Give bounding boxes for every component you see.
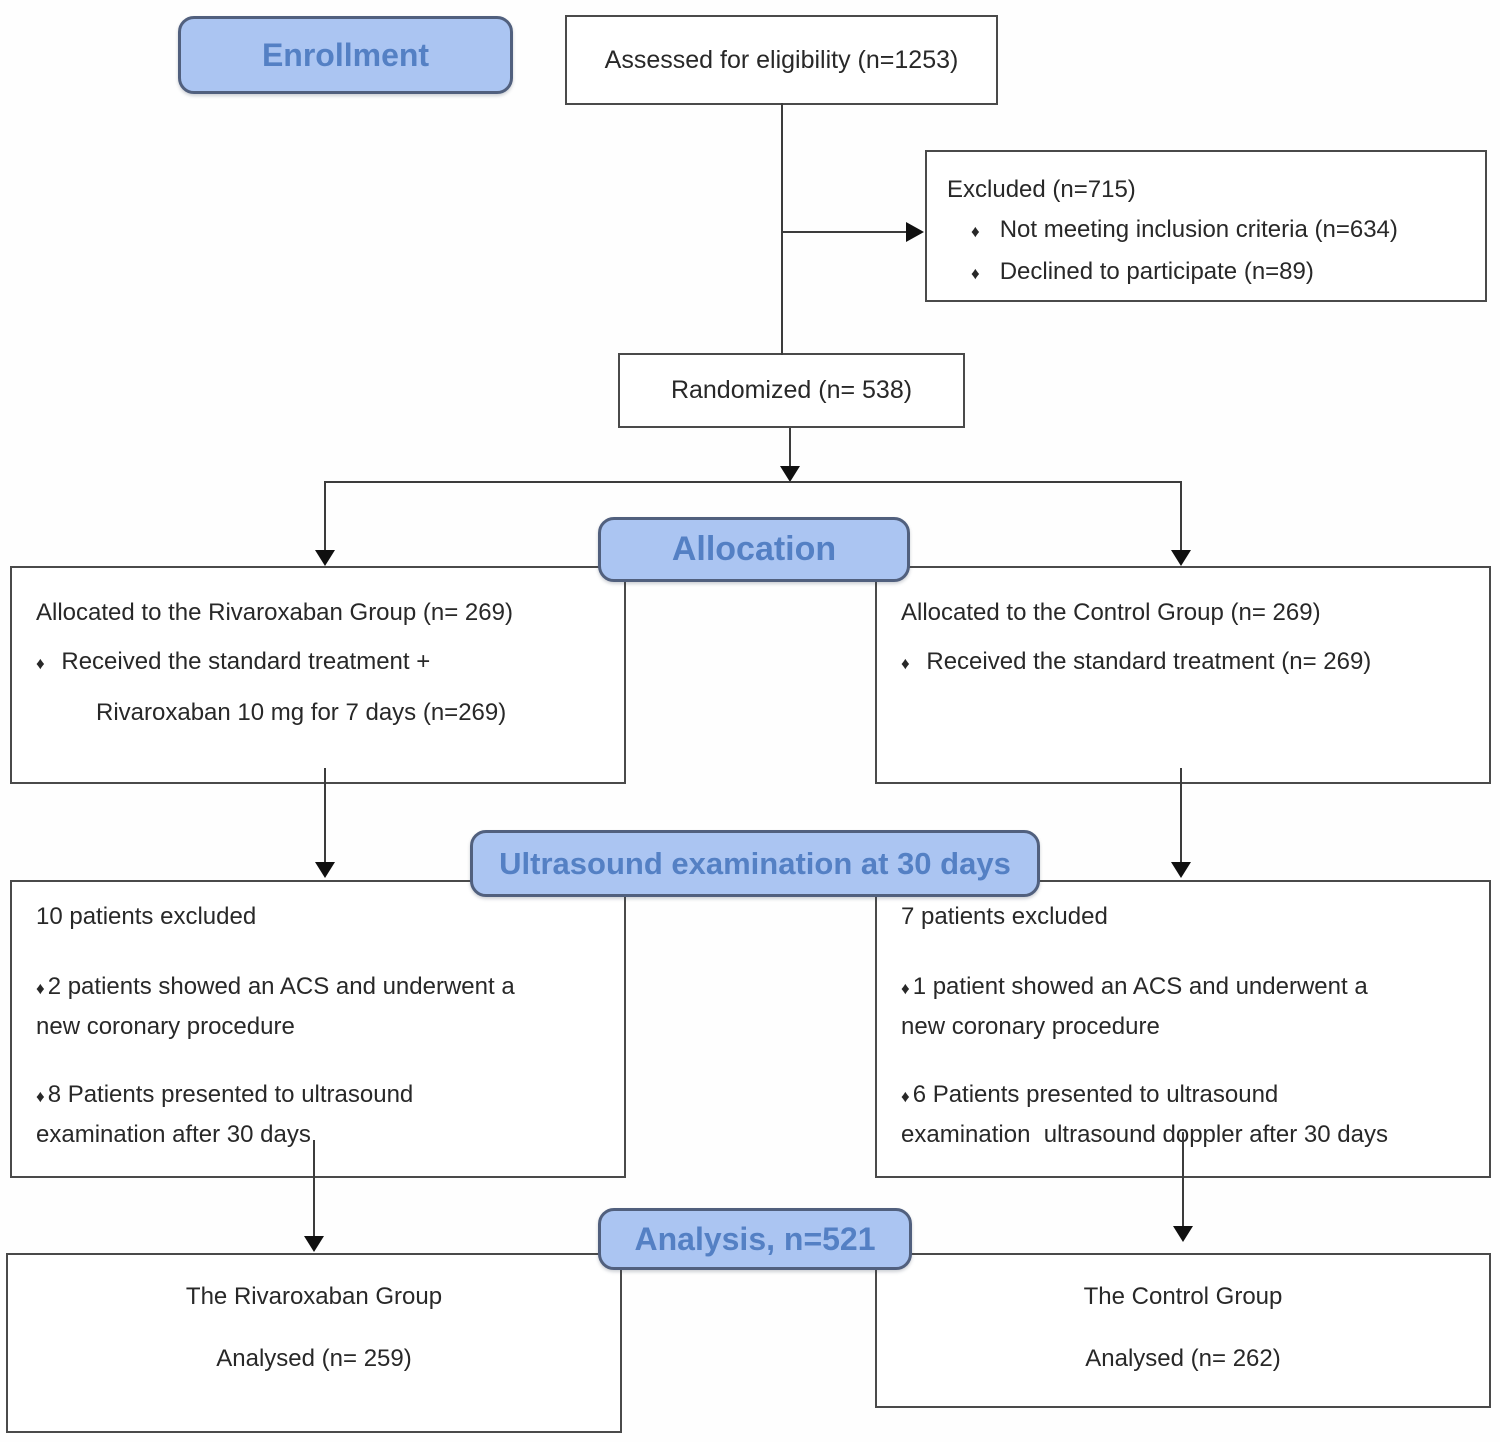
analysis-control-box: The Control Group Analysed (n= 262) (875, 1253, 1491, 1408)
diamond-bullet-icon: ♦ (901, 654, 910, 673)
ultrasound-badge-label: Ultrasound examination at 30 days (499, 845, 1011, 881)
excluded-item-text: Declined to participate (n=89) (999, 258, 1314, 285)
alloc-rivaroxaban-box: Allocated to the Rivaroxaban Group (n= 2… (10, 566, 626, 784)
diamond-bullet-icon: ♦ (36, 979, 45, 998)
diamond-bullet-icon: ♦ (36, 1087, 45, 1106)
us-rivaroxaban-bullet2: ♦8 Patients presented to ultrasound exam… (36, 1076, 602, 1154)
alloc-rivaroxaban-bullet: ♦ Received the standard treatment + (36, 637, 602, 688)
us-control-title: 7 patients excluded (901, 903, 1108, 930)
alloc-control-title: Allocated to the Control Group (n= 269) (901, 599, 1321, 626)
us-rivaroxaban-bullet2-line2: examination after 30 days (36, 1121, 311, 1148)
arrowhead-alloc-left (315, 550, 335, 566)
excluded-item: ♦ Declined to participate (n=89) (947, 252, 1467, 294)
us-rivaroxaban-bullet2-line1: ♦8 Patients presented to ultrasound (36, 1076, 602, 1116)
alloc-rivaroxaban-bullet-text: Received the standard treatment + (61, 648, 431, 675)
us-control-bullet1: ♦1 patient showed an ACS and underwent a… (901, 968, 1467, 1046)
arrowhead-excluded (906, 222, 924, 242)
us-rivaroxaban-bullet1: ♦2 patients showed an ACS and underwent … (36, 968, 602, 1046)
alloc-rivaroxaban-title: Allocated to the Rivaroxaban Group (n= 2… (36, 599, 513, 626)
us-control-bullet2-line1: ♦6 Patients presented to ultrasound (901, 1076, 1467, 1116)
us-rivaroxaban-bullet1-line1: ♦2 patients showed an ACS and underwent … (36, 968, 602, 1008)
analysis-rivaroxaban-box: The Rivaroxaban Group Analysed (n= 259) (6, 1253, 622, 1433)
diamond-bullet-icon: ♦ (971, 222, 980, 241)
us-control-bullet2-line2: examination ultrasound doppler after 30 … (901, 1121, 1388, 1148)
enrollment-badge: Enrollment (178, 16, 513, 94)
arrowhead-branch (780, 466, 800, 482)
analysis-rivaroxaban-group: The Rivaroxaban Group (185, 1283, 443, 1310)
assessed-box: Assessed for eligibility (n=1253) (565, 15, 998, 105)
diamond-bullet-icon: ♦ (36, 654, 45, 673)
enrollment-badge-label: Enrollment (261, 36, 430, 73)
arrowhead-alloc-right (1171, 550, 1191, 566)
randomized-box: Randomized (n= 538) (618, 353, 965, 428)
us-control-bullet1-line2: new coronary procedure (901, 1013, 1160, 1040)
randomized-label: Randomized (n= 538) (670, 376, 913, 404)
alloc-control-bullet-text: Received the standard treatment (n= 269) (926, 648, 1372, 675)
diamond-bullet-icon: ♦ (971, 264, 980, 283)
connector-randomized-down (789, 428, 791, 470)
connector-to-excluded (782, 231, 908, 233)
us-control-bullet1-line1: ♦1 patient showed an ACS and underwent a (901, 968, 1467, 1008)
excluded-title: Excluded (n=715) (947, 176, 1136, 203)
excluded-box: Excluded (n=715) ♦ Not meeting inclusion… (925, 150, 1487, 302)
diamond-bullet-icon: ♦ (901, 979, 910, 998)
connector-excl-right-down (1182, 1132, 1184, 1228)
branch-horizontal-line (324, 481, 1182, 483)
connector-assessed-to-randomized (781, 103, 783, 355)
analysis-control-group: The Control Group (1083, 1283, 1283, 1310)
us-control-bullet2-text: 6 Patients presented to ultrasound (912, 1081, 1279, 1108)
alloc-control-box: Allocated to the Control Group (n= 269) … (875, 566, 1491, 784)
alloc-control-bullet: ♦ Received the standard treatment (n= 26… (901, 637, 1467, 688)
us-rivaroxaban-bullet1-text: 2 patients showed an ACS and underwent a (47, 973, 515, 1000)
arrowhead-analysis-right (1173, 1226, 1193, 1242)
analysis-badge: Analysis, n=521 (598, 1208, 912, 1270)
alloc-rivaroxaban-continuation: Rivaroxaban 10 mg for 7 days (n=269) (96, 699, 507, 726)
connector-alloc-left-down (324, 768, 326, 866)
excluded-item: ♦ Not meeting inclusion criteria (n=634) (947, 210, 1467, 252)
ultrasound-control-box: 7 patients excluded ♦1 patient showed an… (875, 880, 1491, 1178)
excluded-item-text: Not meeting inclusion criteria (n=634) (999, 216, 1398, 243)
branch-right-line (1180, 481, 1182, 553)
us-control-bullet2: ♦6 Patients presented to ultrasound exam… (901, 1076, 1467, 1154)
arrowhead-ultrasound-left (315, 862, 335, 878)
arrowhead-ultrasound-right (1171, 862, 1191, 878)
us-rivaroxaban-bullet2-text: 8 Patients presented to ultrasound (47, 1081, 414, 1108)
diamond-bullet-icon: ♦ (901, 1087, 910, 1106)
allocation-badge-label: Allocation (671, 530, 837, 568)
analysis-rivaroxaban-count: Analysed (n= 259) (216, 1345, 412, 1372)
allocation-badge: Allocation (598, 517, 910, 582)
ultrasound-rivaroxaban-box: 10 patients excluded ♦2 patients showed … (10, 880, 626, 1178)
branch-left-line (324, 481, 326, 553)
analysis-control-count: Analysed (n= 262) (1085, 1345, 1281, 1372)
us-control-bullet1-text: 1 patient showed an ACS and underwent a (912, 973, 1368, 1000)
arrowhead-analysis-left (304, 1236, 324, 1252)
ultrasound-badge: Ultrasound examination at 30 days (470, 830, 1040, 897)
us-rivaroxaban-title: 10 patients excluded (36, 903, 257, 930)
us-rivaroxaban-bullet1-line2: new coronary procedure (36, 1013, 295, 1040)
connector-alloc-right-down (1180, 768, 1182, 866)
analysis-badge-label: Analysis, n=521 (634, 1220, 876, 1257)
connector-excl-left-down (313, 1140, 315, 1238)
assessed-label: Assessed for eligibility (n=1253) (604, 45, 959, 74)
